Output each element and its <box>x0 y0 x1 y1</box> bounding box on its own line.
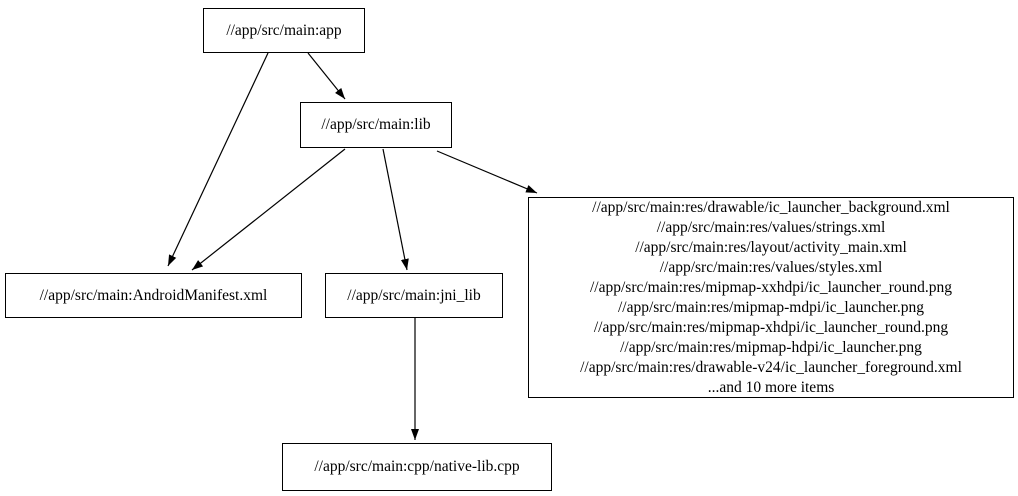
edge-lib-to-jni-lib <box>382 148 409 271</box>
graph-node-res-group: //app/src/main:res/drawable/ic_launcher_… <box>528 197 1014 398</box>
res-group-line: //app/src/main:res/mipmap-hdpi/ic_launch… <box>620 338 922 356</box>
graph-node-lib: //app/src/main:lib <box>300 102 452 148</box>
res-group-line: //app/src/main:res/mipmap-mdpi/ic_launch… <box>617 298 925 316</box>
edge-lib-to-manifest <box>191 148 346 271</box>
graph-node-jni-lib: //app/src/main:jni_lib <box>325 273 503 318</box>
edge-lib-to-res-group <box>436 150 538 194</box>
res-group-line: //app/src/main:res/layout/activity_main.… <box>635 238 907 256</box>
graph-node-jni-lib-label: //app/src/main:jni_lib <box>347 286 481 304</box>
graph-node-app-label: //app/src/main:app <box>226 21 342 39</box>
graph-node-native-lib-cpp-label: //app/src/main:cpp/native-lib.cpp <box>314 458 520 475</box>
res-group-line: //app/src/main:res/mipmap-xxhdpi/ic_laun… <box>589 278 952 296</box>
res-group-line: //app/src/main:res/values/strings.xml <box>656 218 886 236</box>
res-group-more-items: ...and 10 more items <box>707 378 835 396</box>
graph-node-lib-label: //app/src/main:lib <box>321 116 431 133</box>
res-group-line: //app/src/main:res/drawable/ic_launcher_… <box>592 198 950 216</box>
graph-node-android-manifest: //app/src/main:AndroidManifest.xml <box>5 273 302 318</box>
res-group-line: //app/src/main:res/values/styles.xml <box>659 258 883 276</box>
res-group-line: //app/src/main:res/drawable-v24/ic_launc… <box>580 358 962 376</box>
graph-node-android-manifest-label: //app/src/main:AndroidManifest.xml <box>39 286 268 304</box>
edge-app-to-lib <box>307 52 346 100</box>
res-group-line: //app/src/main:res/mipmap-xhdpi/ic_launc… <box>593 318 949 336</box>
edge-app-to-manifest <box>167 52 269 267</box>
graph-node-app: //app/src/main:app <box>203 8 365 53</box>
graph-node-native-lib-cpp: //app/src/main:cpp/native-lib.cpp <box>282 443 552 491</box>
